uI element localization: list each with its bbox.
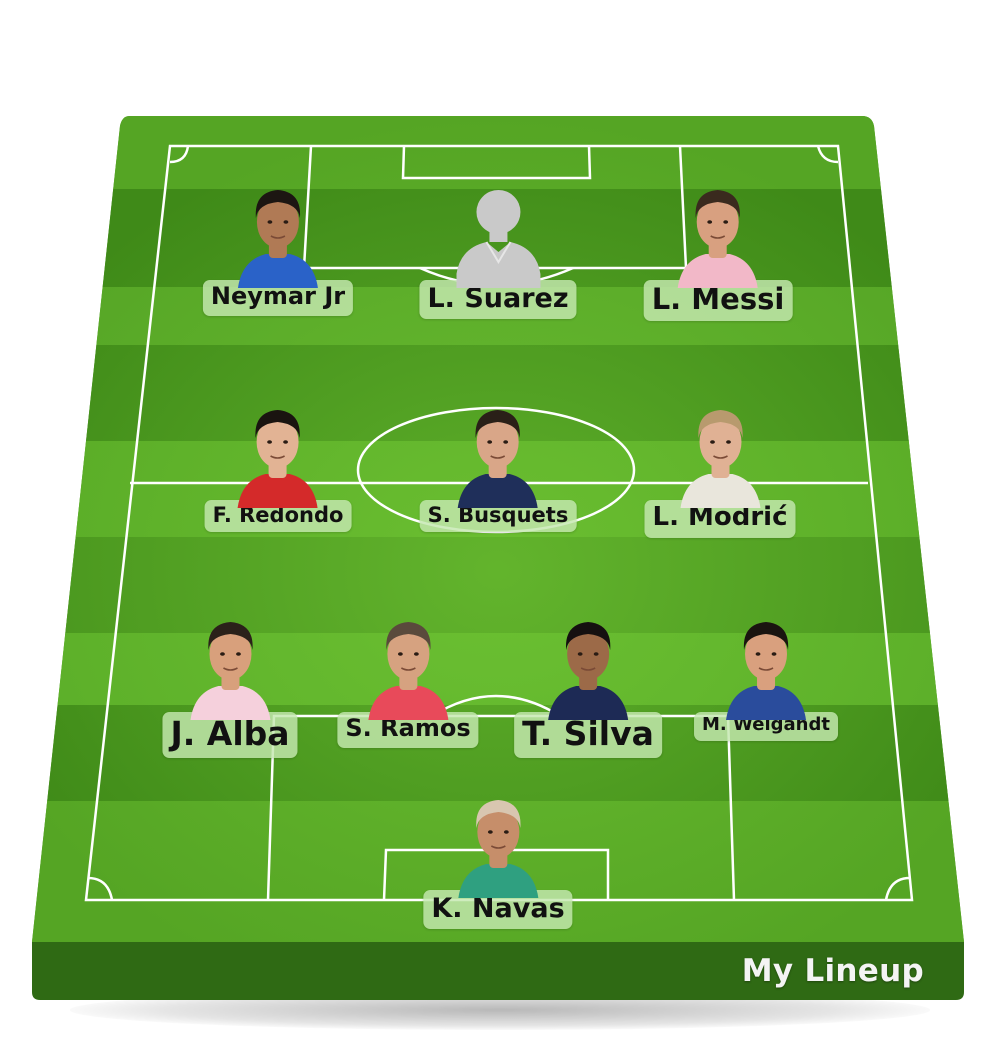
player-card-alba[interactable]: J. Alba (162, 608, 298, 758)
corner-arc-bl (87, 876, 114, 901)
player-card-messi[interactable]: L. Messi (643, 176, 793, 322)
corner-arc-tr (816, 145, 839, 164)
goal-area-top (401, 145, 592, 180)
lineup-title: My Lineup (741, 953, 924, 989)
corner-arc-br (884, 876, 911, 901)
player-photo (236, 176, 320, 288)
player-card-weigandt[interactable]: M. Weigandt (694, 608, 838, 741)
penalty-arc-bottom (431, 694, 561, 718)
player-photo (678, 396, 762, 508)
player-photo (188, 608, 272, 720)
player-card-silva[interactable]: T. Silva (514, 608, 662, 758)
player-card-ramos[interactable]: S. Ramos (337, 608, 479, 748)
player-name: K. Navas (423, 890, 573, 930)
player-photo (236, 396, 320, 508)
pitch-base (32, 942, 964, 1000)
player-photo (676, 176, 760, 288)
player-card-modric[interactable]: L. Modrić (644, 396, 796, 538)
player-photo (724, 608, 808, 720)
player-card-suarez[interactable]: L. Suarez (419, 176, 577, 320)
player-card-neymar[interactable]: Neymar Jr (202, 176, 354, 316)
player-card-busquets[interactable]: S. Busquets (419, 396, 577, 533)
player-card-redondo[interactable]: F. Redondo (204, 396, 352, 533)
player-card-navas[interactable]: K. Navas (423, 786, 573, 930)
player-photo (456, 396, 540, 508)
corner-arc-tl (169, 145, 190, 164)
touchline (84, 144, 914, 902)
player-photo (456, 786, 540, 898)
penalty-area-bottom (266, 714, 736, 901)
player-name: J. Alba (162, 712, 298, 758)
player-photo (546, 608, 630, 720)
player-photo-placeholder (456, 176, 540, 288)
player-photo (366, 608, 450, 720)
